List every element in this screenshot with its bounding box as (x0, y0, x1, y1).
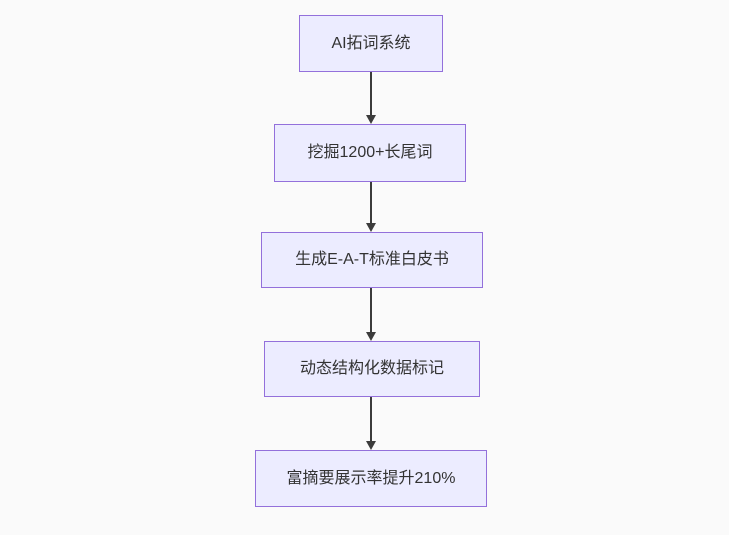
flow-arrow-4 (365, 397, 377, 450)
flow-arrow-3 (365, 288, 377, 341)
flow-node-structured-data-markup: 动态结构化数据标记 (264, 341, 480, 397)
arrow-line (370, 397, 372, 442)
flow-arrow-1 (365, 72, 377, 124)
arrow-line (370, 182, 372, 224)
arrow-head-icon (366, 441, 376, 450)
flow-node-ai-word-system: AI拓词系统 (299, 15, 443, 72)
flow-node-label: 生成E-A-T标准白皮书 (295, 251, 449, 269)
arrow-head-icon (366, 115, 376, 124)
flow-node-label: AI拓词系统 (331, 34, 411, 52)
flow-node-longtail-mining: 挖掘1200+长尾词 (274, 124, 466, 182)
arrow-line (370, 72, 372, 116)
flow-arrow-2 (365, 182, 377, 232)
arrow-head-icon (366, 332, 376, 341)
flow-node-eat-whitepaper: 生成E-A-T标准白皮书 (261, 232, 483, 288)
flow-node-label: 富摘要展示率提升210% (286, 469, 456, 487)
arrow-head-icon (366, 223, 376, 232)
flow-node-rich-snippet-result: 富摘要展示率提升210% (255, 450, 487, 507)
flow-node-label: 动态结构化数据标记 (299, 360, 444, 378)
arrow-line (370, 288, 372, 333)
flow-node-label: 挖掘1200+长尾词 (307, 144, 433, 162)
